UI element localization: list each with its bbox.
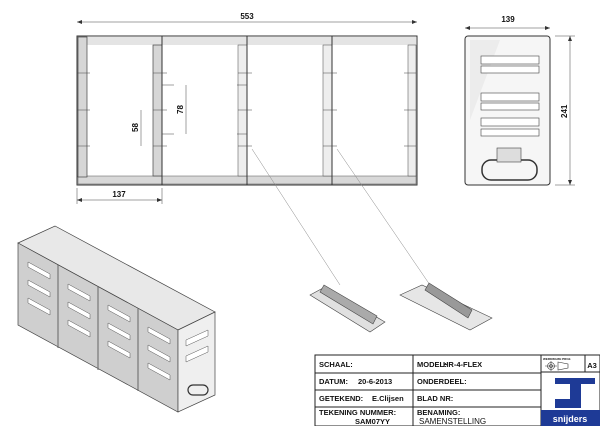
sheet-format: A3 — [587, 361, 597, 370]
front-view: 553 137 58 78 — [76, 12, 431, 286]
isometric-view — [17, 225, 216, 413]
rail-detail-2 — [399, 282, 493, 331]
benaming-value: SAMENSTELLING — [419, 417, 486, 426]
onderdeel-label: ONDERDEEL: — [417, 377, 467, 386]
title-block: SCHAAL: DATUM: 20-6-2013 GETEKEND: E.Cli… — [314, 354, 600, 426]
dim-side-height: 241 — [560, 104, 569, 118]
tekening-label: TEKENING NUMMER: — [319, 408, 396, 417]
rail-detail-1 — [309, 284, 386, 333]
rail-ticks — [77, 72, 416, 147]
dim-spacing-58: 58 — [131, 123, 140, 132]
dim-compartment-width: 137 — [112, 190, 126, 199]
side-view: 139 241 — [464, 15, 575, 186]
logo-text: snijders — [553, 414, 588, 424]
model-value: HR-4-FLEX — [443, 360, 482, 369]
dim-overall-width: 553 — [240, 12, 254, 21]
projection-label: WERKWIJZE PROJ. — [543, 357, 571, 361]
schaal-label: SCHAAL: — [319, 360, 353, 369]
snijders-logo: snijders — [541, 378, 600, 426]
benaming-label: BENAMING: — [417, 408, 460, 417]
tekening-value: SAM07YY — [355, 417, 390, 426]
getekend-value: E.Clijsen — [372, 394, 404, 403]
blad-label: BLAD NR: — [417, 394, 453, 403]
projection-symbol-icon — [545, 361, 569, 371]
datum-value: 20-6-2013 — [358, 377, 392, 386]
model-label: MODEL: — [417, 360, 447, 369]
getekend-label: GETEKEND: — [319, 394, 363, 403]
datum-label: DATUM: — [319, 377, 348, 386]
dim-spacing-78: 78 — [176, 105, 185, 114]
dim-side-depth: 139 — [501, 15, 515, 24]
